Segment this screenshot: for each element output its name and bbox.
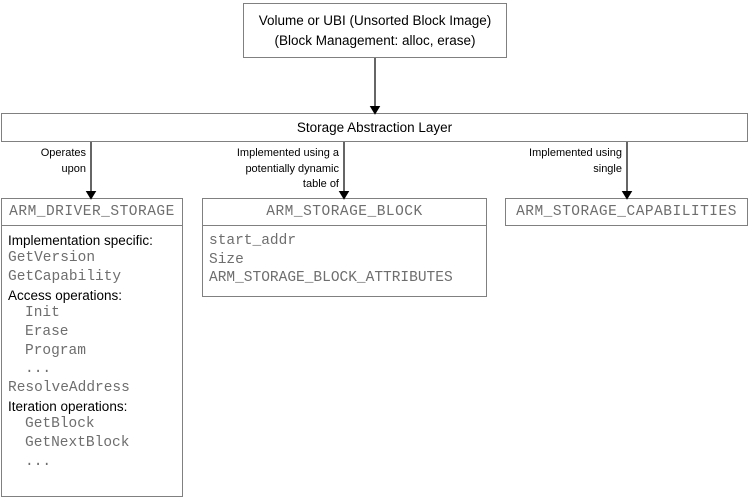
arm-driver-storage-row: ... [25,453,52,470]
arm-driver-storage-row: Implementation specific: [8,233,153,248]
edge-label-dynamic-table: Implemented using a potentially dynamic … [236,147,339,191]
arm-driver-storage-row: GetBlock [25,416,95,433]
arm-storage-block-row: start_addr [209,233,297,249]
arm-driver-storage-row: Erase [25,323,69,340]
arm-storage-block-header: ARM_STORAGE_BLOCK [203,199,486,226]
arm-driver-storage-row: Iteration operations: [8,398,128,414]
volume-ubi-line-1: Volume or UBI (Unsorted Block Image) [258,12,492,28]
arm-driver-storage-row: GetNextBlock [25,434,130,451]
volume-ubi-box: Volume or UBI (Unsorted Block Image) (Bl… [243,3,507,58]
storage-abstraction-layer-title: Storage Abstraction Layer [296,119,453,135]
arm-driver-storage-row: ResolveAddress [8,380,130,397]
arm-driver-storage-row: GetVersion [8,250,96,267]
edge-label-operates-upon: Operates upon [40,147,86,175]
arm-storage-block-title: ARM_STORAGE_BLOCK [266,204,423,220]
arm-driver-storage-box: ARM_DRIVER_STORAGE Implementation specif… [1,198,183,497]
arm-storage-capabilities-title: ARM_STORAGE_CAPABILITIES [516,204,737,220]
arm-storage-block-row: Size [209,251,244,268]
arm-driver-storage-row: Init [25,305,60,322]
arm-driver-storage-header: ARM_DRIVER_STORAGE [2,199,182,226]
arm-driver-storage-row: GetCapability [8,269,122,286]
arm-driver-storage-row: Access operations: [8,287,123,303]
edge-label-single: Implemented using single [529,147,622,175]
storage-abstraction-layer-box: Storage Abstraction Layer [1,113,748,142]
arm-storage-capabilities-box: ARM_STORAGE_CAPABILITIES [505,198,748,226]
arm-driver-storage-row: ... [25,361,52,378]
volume-ubi-line-2: (Block Management: alloc, erase) [274,32,476,48]
arm-driver-storage-row: Program [25,342,86,359]
arm-driver-storage-title: ARM_DRIVER_STORAGE [9,204,175,220]
arm-storage-block-row: ARM_STORAGE_BLOCK_ATTRIBUTES [209,270,453,287]
